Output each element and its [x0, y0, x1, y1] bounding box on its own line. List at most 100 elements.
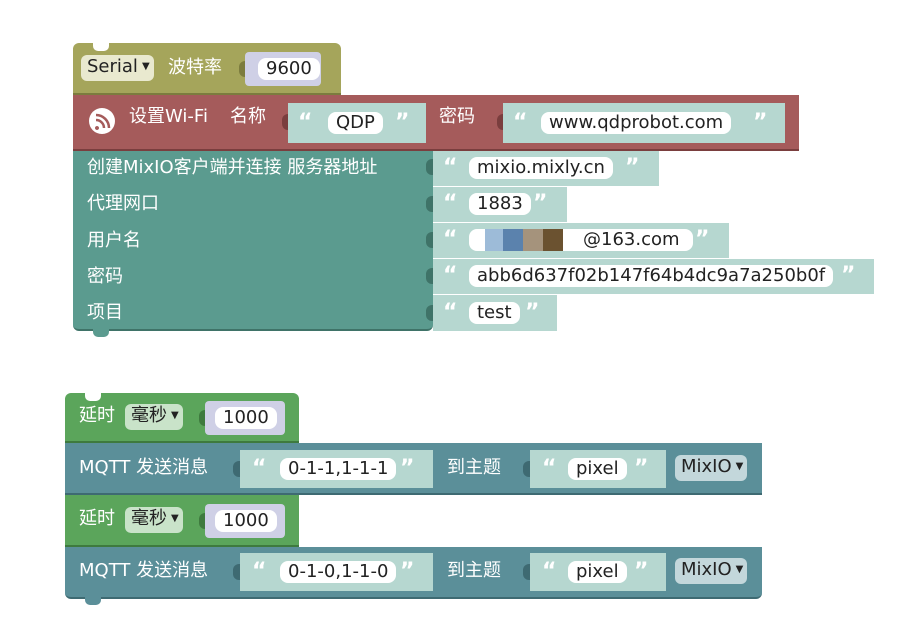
open-quote-icon: “: [443, 155, 458, 180]
open-quote-icon: “: [443, 227, 458, 252]
input-tab: [426, 159, 433, 175]
delay-value-slot: 1000: [205, 504, 285, 538]
wifi-name-label: 名称: [230, 106, 266, 127]
input-tab: [199, 513, 206, 529]
mixio-password-slot: “ abb6d637f02b147f64b4dc9a7a250b0f ”: [433, 259, 874, 294]
dropdown-arrow-icon: ▼: [735, 461, 744, 472]
mixio-server-label: 创建MixIO客户端并连接 服务器地址: [87, 157, 378, 178]
mqtt-publish-block-2[interactable]: MQTT 发送消息 “ 0-1-0,1-1-0 ” 到主题 “ pixel ” …: [65, 547, 762, 605]
mqtt-topic-input[interactable]: pixel: [568, 458, 627, 480]
close-quote-icon: ”: [525, 300, 540, 325]
close-quote-icon: ”: [400, 456, 415, 481]
block-bottom-notch: [93, 329, 109, 337]
mqtt-publish-label: MQTT 发送消息: [79, 560, 209, 581]
dropdown-arrow-icon: ▼: [171, 513, 179, 524]
input-tab: [426, 305, 433, 321]
mqtt-client-dropdown[interactable]: MixIO▼: [675, 455, 748, 481]
delay-value-input[interactable]: 1000: [215, 510, 277, 532]
baud-rate-label: 波特率: [168, 57, 222, 78]
mqtt-message-input[interactable]: 0-1-1,1-1-1: [280, 458, 397, 480]
mixio-server-input[interactable]: mixio.mixly.cn: [469, 157, 613, 179]
input-tab: [282, 114, 289, 130]
mqtt-client-dropdown[interactable]: MixIO▼: [675, 558, 748, 584]
delay-unit-value: 毫秒: [131, 508, 167, 529]
dropdown-arrow-icon: ▼: [735, 564, 744, 575]
redaction-block: [523, 229, 543, 251]
mqtt-message-slot: “ 0-1-0,1-1-0 ”: [240, 553, 433, 591]
mqtt-topic-label: 到主题: [447, 457, 501, 478]
mqtt-publish-label: MQTT 发送消息: [79, 457, 209, 478]
open-quote-icon: “: [443, 263, 458, 288]
mixio-project-input[interactable]: test: [469, 302, 520, 324]
mqtt-publish-block-1[interactable]: MQTT 发送消息 “ 0-1-1,1-1-1 ” 到主题 “ pixel ” …: [65, 443, 762, 495]
delay-block-2[interactable]: 延时 毫秒 ▼ 1000: [65, 495, 299, 547]
input-tab: [426, 232, 433, 248]
mixio-username-slot: “ @163.com ”: [433, 223, 729, 258]
delay-value-slot: 1000: [205, 401, 285, 435]
dropdown-arrow-icon: ▼: [171, 410, 179, 421]
open-quote-icon: “: [298, 110, 313, 135]
mixio-username-suffix: @163.com: [583, 229, 680, 250]
mqtt-topic-label: 到主题: [447, 560, 501, 581]
close-quote-icon: ”: [625, 155, 640, 180]
serial-baud-block[interactable]: Serial▼ 波特率 9600: [73, 43, 341, 95]
open-quote-icon: “: [252, 456, 267, 481]
baud-rate-slot: 9600: [245, 52, 321, 86]
mixio-port-slot: “ 1883 ”: [433, 187, 567, 222]
close-quote-icon: ”: [634, 456, 649, 481]
serial-port-dropdown[interactable]: Serial▼: [81, 55, 154, 81]
close-quote-icon: ”: [753, 110, 768, 135]
input-tab: [426, 196, 433, 212]
block-notch: [85, 393, 101, 401]
wifi-icon: [89, 108, 115, 134]
delay-label: 延时: [79, 508, 115, 529]
mixio-password-label: 密码: [87, 266, 123, 287]
mixio-username-input[interactable]: @163.com: [469, 229, 693, 251]
delay-value-input[interactable]: 1000: [215, 407, 277, 429]
mixio-password-input[interactable]: abb6d637f02b147f64b4dc9a7a250b0f: [469, 265, 834, 287]
wifi-password-input[interactable]: www.qdprobot.com: [541, 112, 732, 134]
input-tab: [233, 564, 240, 580]
wifi-ssid-slot: “ QDP ”: [288, 103, 426, 143]
mqtt-topic-input[interactable]: pixel: [568, 561, 627, 583]
open-quote-icon: “: [252, 559, 267, 584]
input-tab: [523, 461, 530, 477]
input-tab: [233, 461, 240, 477]
mqtt-message-slot: “ 0-1-1,1-1-1 ”: [240, 450, 433, 488]
mixio-port-input[interactable]: 1883: [469, 193, 531, 215]
mqtt-message-input[interactable]: 0-1-0,1-1-0: [280, 561, 397, 583]
mqtt-client-value: MixIO: [681, 456, 732, 477]
input-tab: [199, 410, 206, 426]
delay-unit-value: 毫秒: [131, 405, 167, 426]
close-quote-icon: ”: [634, 559, 649, 584]
input-tab: [497, 114, 504, 130]
open-quote-icon: “: [542, 456, 557, 481]
open-quote-icon: “: [542, 559, 557, 584]
mqtt-client-value: MixIO: [681, 559, 732, 580]
redaction-block: [503, 229, 523, 251]
wifi-setup-block[interactable]: 设置Wi-Fi 名称 “ QDP ” 密码 “ www.qdprobot.com…: [73, 95, 799, 151]
delay-unit-dropdown[interactable]: 毫秒 ▼: [125, 404, 183, 430]
input-tab: [239, 61, 246, 77]
mixio-project-label: 项目: [87, 302, 123, 323]
baud-rate-input[interactable]: 9600: [258, 58, 320, 80]
close-quote-icon: ”: [533, 191, 548, 216]
close-quote-icon: ”: [400, 559, 415, 584]
open-quote-icon: “: [513, 110, 528, 135]
block-notch: [93, 43, 109, 51]
close-quote-icon: ”: [695, 227, 710, 252]
delay-unit-dropdown[interactable]: 毫秒 ▼: [125, 507, 183, 533]
delay-label: 延时: [79, 405, 115, 426]
mixio-project-slot: “ test ”: [433, 295, 557, 331]
wifi-setup-label: 设置Wi-Fi: [129, 106, 208, 127]
wifi-password-label: 密码: [439, 106, 475, 127]
wifi-ssid-input[interactable]: QDP: [328, 112, 383, 134]
mixio-port-label: 代理网口: [87, 193, 159, 214]
close-quote-icon: ”: [395, 110, 410, 135]
mixio-server-slot: “ mixio.mixly.cn ”: [433, 151, 659, 186]
block-bottom-notch: [85, 597, 101, 605]
open-quote-icon: “: [443, 300, 458, 325]
delay-block-1[interactable]: 延时 毫秒 ▼ 1000: [65, 393, 299, 443]
open-quote-icon: “: [443, 191, 458, 216]
mixio-connect-block[interactable]: 创建MixIO客户端并连接 服务器地址 代理网口 用户名 密码 项目: [73, 151, 433, 337]
